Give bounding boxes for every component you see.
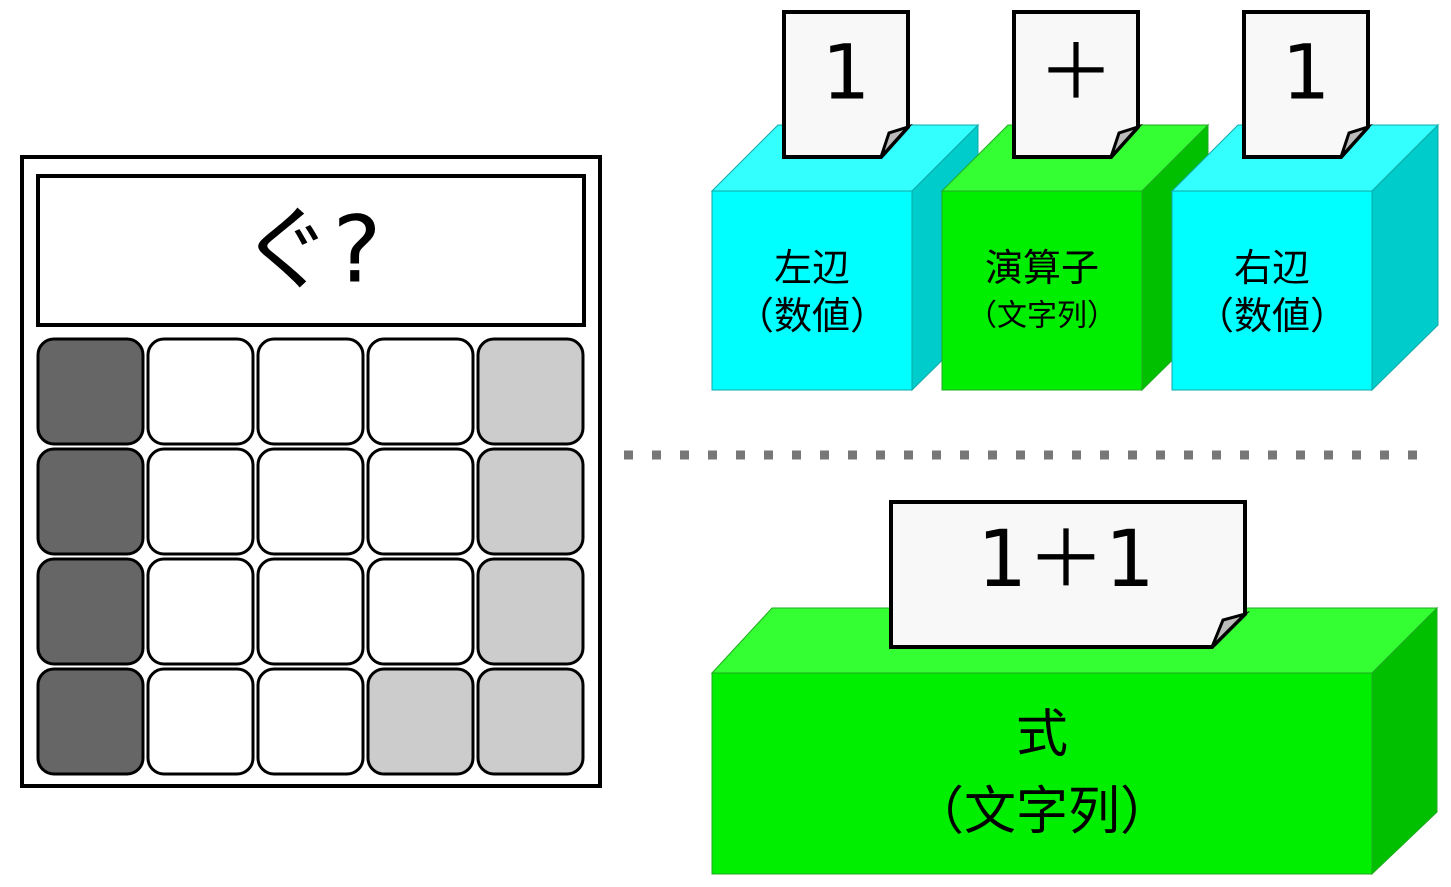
- expression-card-fold: [1210, 611, 1251, 649]
- block-card: 1: [1242, 10, 1373, 159]
- block-front-face: [711, 190, 913, 391]
- block-card: 1: [782, 10, 913, 159]
- calculator-key: [256, 337, 365, 446]
- calculator-key: [476, 447, 585, 556]
- expression-label-line1: 式: [1016, 705, 1068, 765]
- block-label-line2: （数値）: [736, 294, 888, 338]
- calculator-key: [36, 447, 145, 556]
- expression-block-front: [711, 672, 1373, 875]
- operand-block: 右辺（数値） 1: [1170, 10, 1440, 392]
- calculator-display: [36, 174, 586, 327]
- calculator: ぐ?: [20, 155, 602, 788]
- block-label-line2: （文字列）: [967, 299, 1117, 334]
- block-front-face: [1171, 190, 1373, 391]
- calculator-key: [256, 557, 365, 666]
- block-front-face: [941, 190, 1143, 391]
- calculator-key: [146, 447, 255, 556]
- calculator-key: [366, 557, 475, 666]
- calculator-key: [256, 667, 365, 776]
- operand-block: 演算子 （文字列） ＋: [940, 10, 1210, 392]
- expression-label-line2: （文字列）: [912, 782, 1172, 842]
- operand-block: 左辺（数値） 1: [710, 10, 980, 392]
- calculator-key: [366, 667, 475, 776]
- block-card: ＋: [1012, 10, 1143, 159]
- block-label-line1: 演算子: [985, 246, 1099, 290]
- calculator-key: [366, 337, 475, 446]
- calculator-key: [256, 447, 365, 556]
- calculator-key: [366, 447, 475, 556]
- block-label-line1: 右辺: [1234, 246, 1310, 290]
- block-card-text: 1: [1282, 28, 1330, 117]
- expression-card-text: 1＋1: [977, 515, 1154, 605]
- block-card-text: 1: [822, 28, 870, 117]
- calculator-key: [146, 557, 255, 666]
- calculator-display-text: ぐ?: [241, 197, 382, 304]
- expression-card: 1＋1: [889, 500, 1251, 649]
- calculator-key: [146, 667, 255, 776]
- block-card-fold: [1339, 123, 1373, 159]
- calculator-key: [36, 337, 145, 446]
- expression-block: 式 （文字列） 1＋1: [710, 500, 1439, 876]
- calculator-key: [36, 557, 145, 666]
- calculator-key: [476, 667, 585, 776]
- calculator-key: [476, 337, 585, 446]
- block-card-fold: [1109, 123, 1143, 159]
- block-label-line2: （数値）: [1196, 294, 1348, 338]
- block-card-fold: [879, 123, 913, 159]
- calculator-key: [36, 667, 145, 776]
- calculator-key: [146, 337, 255, 446]
- calculator-key: [476, 557, 585, 666]
- block-card-text: ＋: [1038, 28, 1114, 117]
- calculator-keypad: [36, 337, 585, 776]
- block-label-line1: 左辺: [774, 246, 850, 290]
